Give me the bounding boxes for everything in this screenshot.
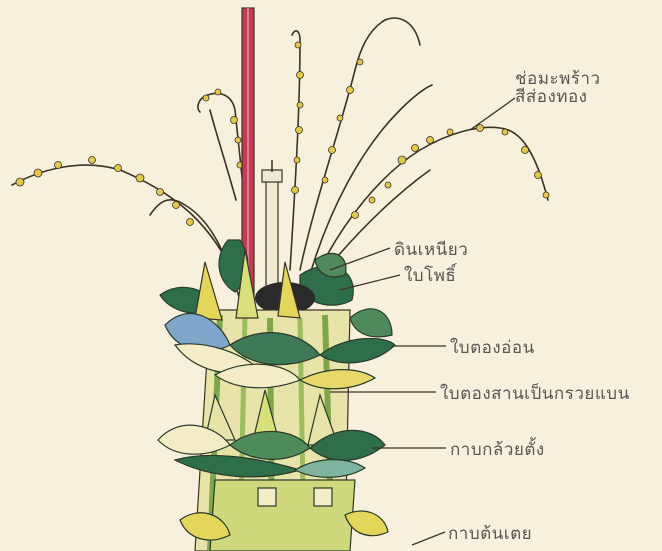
label-clay: ดินเหนียว bbox=[394, 236, 468, 263]
label-young-banana-leaf: ใบตองอ่อน bbox=[450, 334, 535, 361]
spray-center-tall bbox=[290, 31, 300, 270]
spray-topleft-2 bbox=[210, 110, 236, 200]
label-coconut-flower: ช่อมะพร้าว สีส่องทอง bbox=[515, 70, 601, 106]
label-cone-fold: ใบตองสานเป็นกรวยแบน bbox=[440, 380, 630, 407]
leader-coconut-flower bbox=[470, 98, 515, 130]
label-pandanus: กาบต้นเตย bbox=[448, 520, 532, 547]
label-bodhi-leaf: ใบโพธิ์ bbox=[404, 262, 456, 289]
label-banana-sheath: กาบกล้วยตั้ง bbox=[450, 436, 545, 463]
banana-sheath-tier bbox=[158, 425, 385, 477]
leader-pandanus bbox=[412, 532, 445, 545]
candle bbox=[262, 160, 282, 288]
flower-buds bbox=[16, 42, 549, 226]
